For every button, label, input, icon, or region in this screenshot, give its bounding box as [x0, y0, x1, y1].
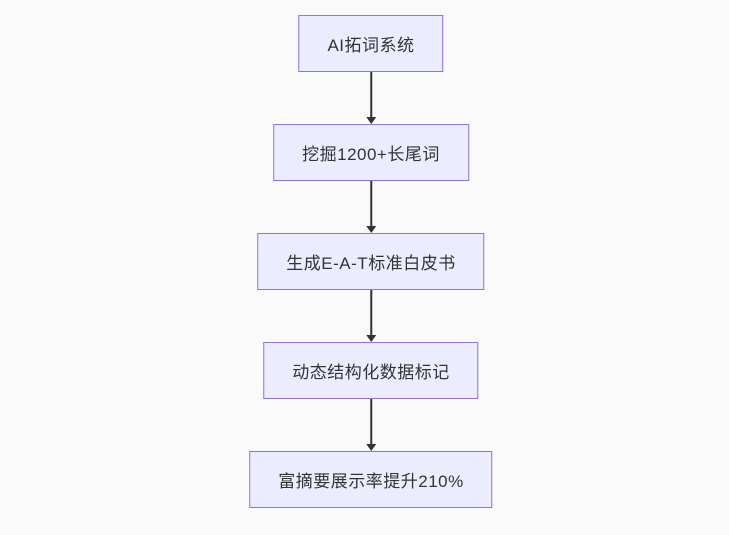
arrow-line — [369, 181, 372, 226]
flow-node-structured-data: 动态结构化数据标记 — [263, 342, 479, 399]
arrow-down-icon — [365, 290, 376, 342]
flow-node-rich-snippet-result: 富摘要展示率提升210% — [249, 451, 493, 508]
arrow-head — [365, 335, 376, 342]
arrow-down-icon — [365, 181, 376, 233]
arrow-head — [365, 117, 376, 124]
arrow-line — [369, 290, 372, 335]
arrow-down-icon — [365, 399, 376, 451]
arrow-head — [365, 226, 376, 233]
node-label: 富摘要展示率提升210% — [278, 472, 464, 491]
flow-node-ai-word-system: AI拓词系统 — [298, 15, 444, 72]
node-label: AI拓词系统 — [327, 36, 415, 55]
node-label: 挖掘1200+长尾词 — [302, 145, 440, 164]
node-label: 动态结构化数据标记 — [292, 363, 450, 382]
arrow-head — [365, 444, 376, 451]
arrow-down-icon — [365, 72, 376, 124]
flow-node-longtail-mining: 挖掘1200+长尾词 — [273, 124, 469, 181]
node-label: 生成E-A-T标准白皮书 — [286, 254, 456, 273]
arrow-line — [369, 399, 372, 444]
arrow-line — [369, 72, 372, 117]
flowchart-column: AI拓词系统 挖掘1200+长尾词 生成E-A-T标准白皮书 动态结构化数据标记 — [249, 15, 493, 508]
flow-node-eat-whitepaper: 生成E-A-T标准白皮书 — [257, 233, 485, 290]
